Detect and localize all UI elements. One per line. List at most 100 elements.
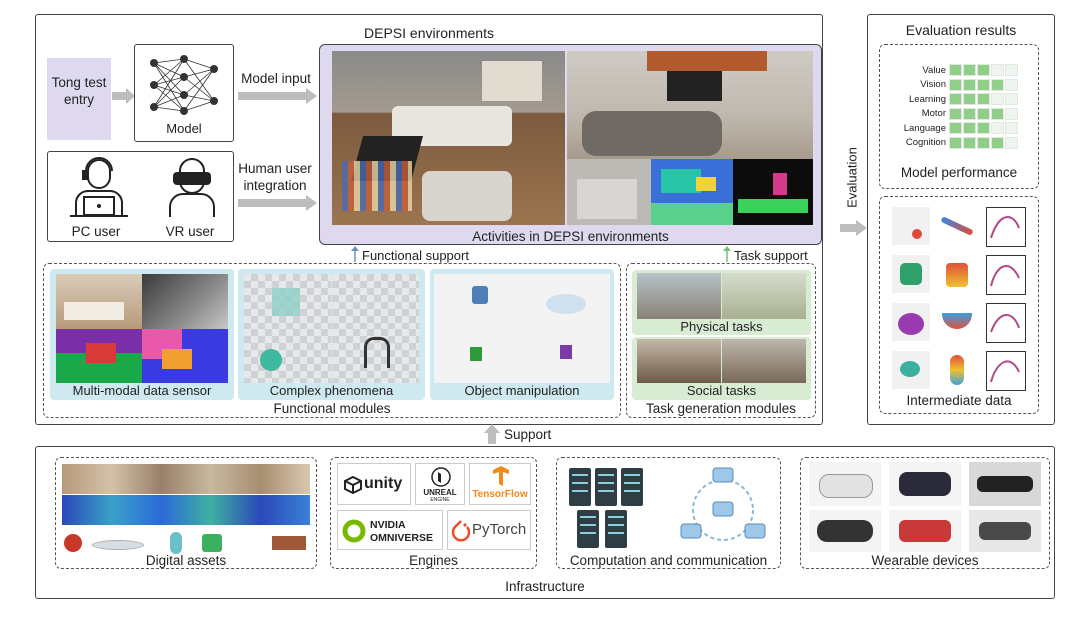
engines-box: unity UNREAL ENGINE TensorFlow NVIDIA OM… [330, 457, 537, 569]
social-tasks-label: Social tasks [686, 383, 757, 398]
scene-depth-gray [567, 159, 651, 225]
metric-bar-cell [977, 122, 990, 135]
multi-modal-data-sensor-panel: Multi-modal data sensor [50, 269, 234, 400]
physical-task-left [637, 273, 721, 319]
functional-modules-title: Functional modules [273, 401, 391, 416]
task-generation-modules-box [626, 263, 816, 418]
pytorch-logo: PyTorch [447, 510, 531, 550]
digital-assets-box: Digital assets [55, 457, 317, 569]
tensorflow-icon [493, 466, 509, 486]
metric-row: Language [888, 121, 1028, 136]
intermediate-pan-cloud [892, 351, 930, 389]
metric-name: Cognition [905, 137, 946, 149]
wearable-glove-red [889, 510, 961, 552]
metric-bar-cell [963, 78, 976, 91]
model-performance-caption: Model performance [900, 165, 1018, 180]
server-rack-icon [569, 468, 643, 548]
tensorflow-text: TensorFlow [472, 489, 528, 500]
metric-bar-cell [991, 93, 1004, 106]
metric-row: Cognition [888, 136, 1028, 151]
metric-row: Value [888, 63, 1028, 78]
metric-bar-cell [977, 93, 990, 106]
network-communication-icon [680, 467, 766, 541]
metric-bar-cell [949, 78, 962, 91]
metric-bar-cell [991, 107, 1004, 120]
physical-task-right [722, 273, 806, 319]
model-box: Model [134, 44, 234, 142]
metric-bar-cell [977, 107, 990, 120]
assets-room-segmentations [62, 495, 310, 525]
phenomena-faucet [332, 329, 419, 383]
multi-modal-data-sensor-label: Multi-modal data sensor [72, 383, 212, 398]
omniverse-text: OMNIVERSE [370, 532, 434, 544]
pytorch-icon [451, 520, 471, 542]
intermediate-bowl-cloud [892, 303, 930, 341]
scene-segmentation-blue [651, 159, 733, 225]
metric-bar-cell [1005, 93, 1018, 106]
metric-bar-cell [949, 122, 962, 135]
complex-phenomena-panel: Complex phenomena [238, 269, 425, 400]
arrow-evaluation [840, 220, 867, 236]
metric-name: Motor [921, 108, 946, 120]
intermediate-stick-cloud [892, 207, 930, 245]
pc-user-icon [70, 157, 128, 217]
evaluation-results-title: Evaluation results [905, 22, 1017, 38]
intermediate-stick-trajectory [986, 207, 1026, 247]
model-label: Model [166, 121, 202, 136]
sensor-segmentation-right [142, 329, 228, 383]
metric-bar-cell [949, 136, 962, 149]
metric-bar-cell [963, 122, 976, 135]
intermediate-data-caption: Intermediate data [906, 393, 1012, 408]
intermediate-pan-mesh [938, 351, 976, 389]
wearable-glove-dark [969, 462, 1041, 506]
metric-bar-cell [949, 64, 962, 77]
neural-network-icon [150, 55, 218, 115]
phenomena-cloth [244, 274, 331, 329]
wearable-hololens [809, 510, 881, 552]
metric-bar-cell [1005, 136, 1018, 149]
assets-room-renders [62, 464, 310, 494]
sensor-segmentation-left [56, 329, 142, 383]
users-box: PC user VR user [47, 151, 234, 242]
sensor-depth-image [142, 274, 228, 329]
pc-user-label: PC user [71, 224, 121, 239]
arrow-task-support [723, 246, 731, 262]
nvidia-omniverse-logo: NVIDIA OMNIVERSE [337, 510, 443, 550]
wearable-devices-box: Wearable devices [800, 457, 1050, 569]
arrow-human-integration [238, 195, 317, 211]
vr-user-label: VR user [165, 224, 215, 239]
social-tasks-panel: Social tasks [632, 337, 811, 400]
metric-bar-cell [1005, 64, 1018, 77]
metric-bar-cell [977, 64, 990, 77]
wearable-quest-headset [809, 462, 881, 506]
metric-bar-cell [963, 107, 976, 120]
manipulation-purple-block [522, 329, 610, 383]
human-user-integration-label: Human user integration [238, 161, 312, 193]
object-manipulation-label: Object manipulation [464, 383, 580, 398]
metric-name: Language [903, 122, 946, 134]
metric-row: Learning [888, 92, 1028, 107]
manipulation-cup [434, 274, 523, 330]
physical-tasks-label: Physical tasks [680, 319, 763, 334]
intermediate-mug-cloud [892, 255, 930, 293]
physical-tasks-panel: Physical tasks [632, 270, 811, 335]
metric-bar-cell [949, 93, 962, 106]
omniverse-icon [342, 519, 366, 543]
metric-name: Value [922, 64, 946, 76]
metric-name: Vision [920, 79, 946, 91]
wearable-vive-headset [889, 462, 961, 506]
task-generation-modules-title: Task generation modules [645, 401, 797, 416]
nvidia-text: NVIDIA [370, 519, 406, 531]
intermediate-data-box: Intermediate data [879, 196, 1039, 414]
arrow-model-input [238, 88, 317, 104]
manipulation-bowl [522, 274, 610, 330]
unreal-logo: UNREAL ENGINE [415, 463, 465, 505]
sensor-rgb-image [56, 274, 142, 329]
intermediate-pan-trajectory [986, 351, 1026, 391]
intermediate-stick-mesh [938, 207, 976, 245]
tong-test-entry-label: Tong test entry [51, 75, 107, 107]
task-support-label: Task support [734, 248, 808, 263]
infrastructure-title: Infrastructure [505, 579, 585, 594]
evaluation-label-wrap: Evaluation [840, 140, 864, 220]
